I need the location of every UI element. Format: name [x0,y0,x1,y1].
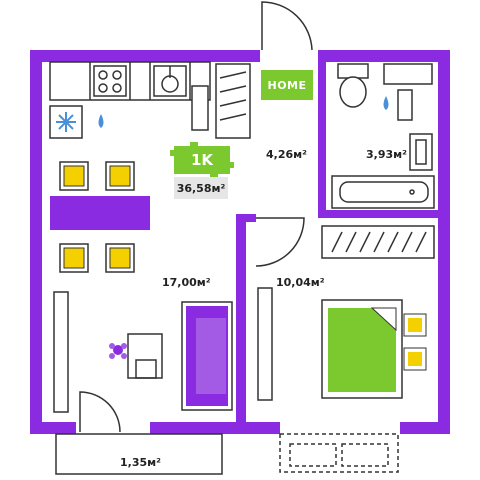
sofa [181,301,233,411]
sink-icon [153,65,187,97]
inner-walls [236,62,438,422]
chair [105,161,135,191]
total-area: 36,58м² [174,177,228,199]
armchair [127,333,163,379]
hall-bench [191,85,209,131]
bedroom-wardrobe [321,225,435,259]
snowflake-icon [56,112,76,132]
outer-walls [30,50,450,434]
bedroom-desk [257,287,273,401]
chair [59,243,89,273]
water-drop-icon [98,114,104,128]
entrance-door [261,1,313,51]
fridge [49,105,83,139]
water-drop-icon [383,96,389,110]
dining-set [50,161,150,273]
nightstand [403,313,427,371]
living-room-area: 17,00м² [162,276,211,289]
kitchen-counter [49,61,211,101]
bathroom-area: 3,93м² [366,148,407,161]
toilet-icon [337,63,369,108]
bedroom-door [255,217,305,267]
apartment-type: 1K [190,151,214,169]
badge-flower-icon [170,142,234,178]
hall-area: 4,26м² [266,148,307,161]
washbasin [409,133,433,171]
balcony-area: 1,35м² [120,456,161,469]
balcony [55,433,399,475]
chair [105,243,135,273]
bathtub-icon [331,175,435,209]
chair [59,161,89,191]
tv-stand [53,291,69,413]
bathroom-cabinet [383,63,433,121]
flower-icon [109,343,127,359]
home-sign: HOME [261,70,313,100]
balcony-door [79,391,121,433]
bedroom-area: 10,04м² [276,276,325,289]
stove-icon [93,65,127,97]
hall-wardrobe [215,63,251,139]
bed-icon [321,299,403,399]
